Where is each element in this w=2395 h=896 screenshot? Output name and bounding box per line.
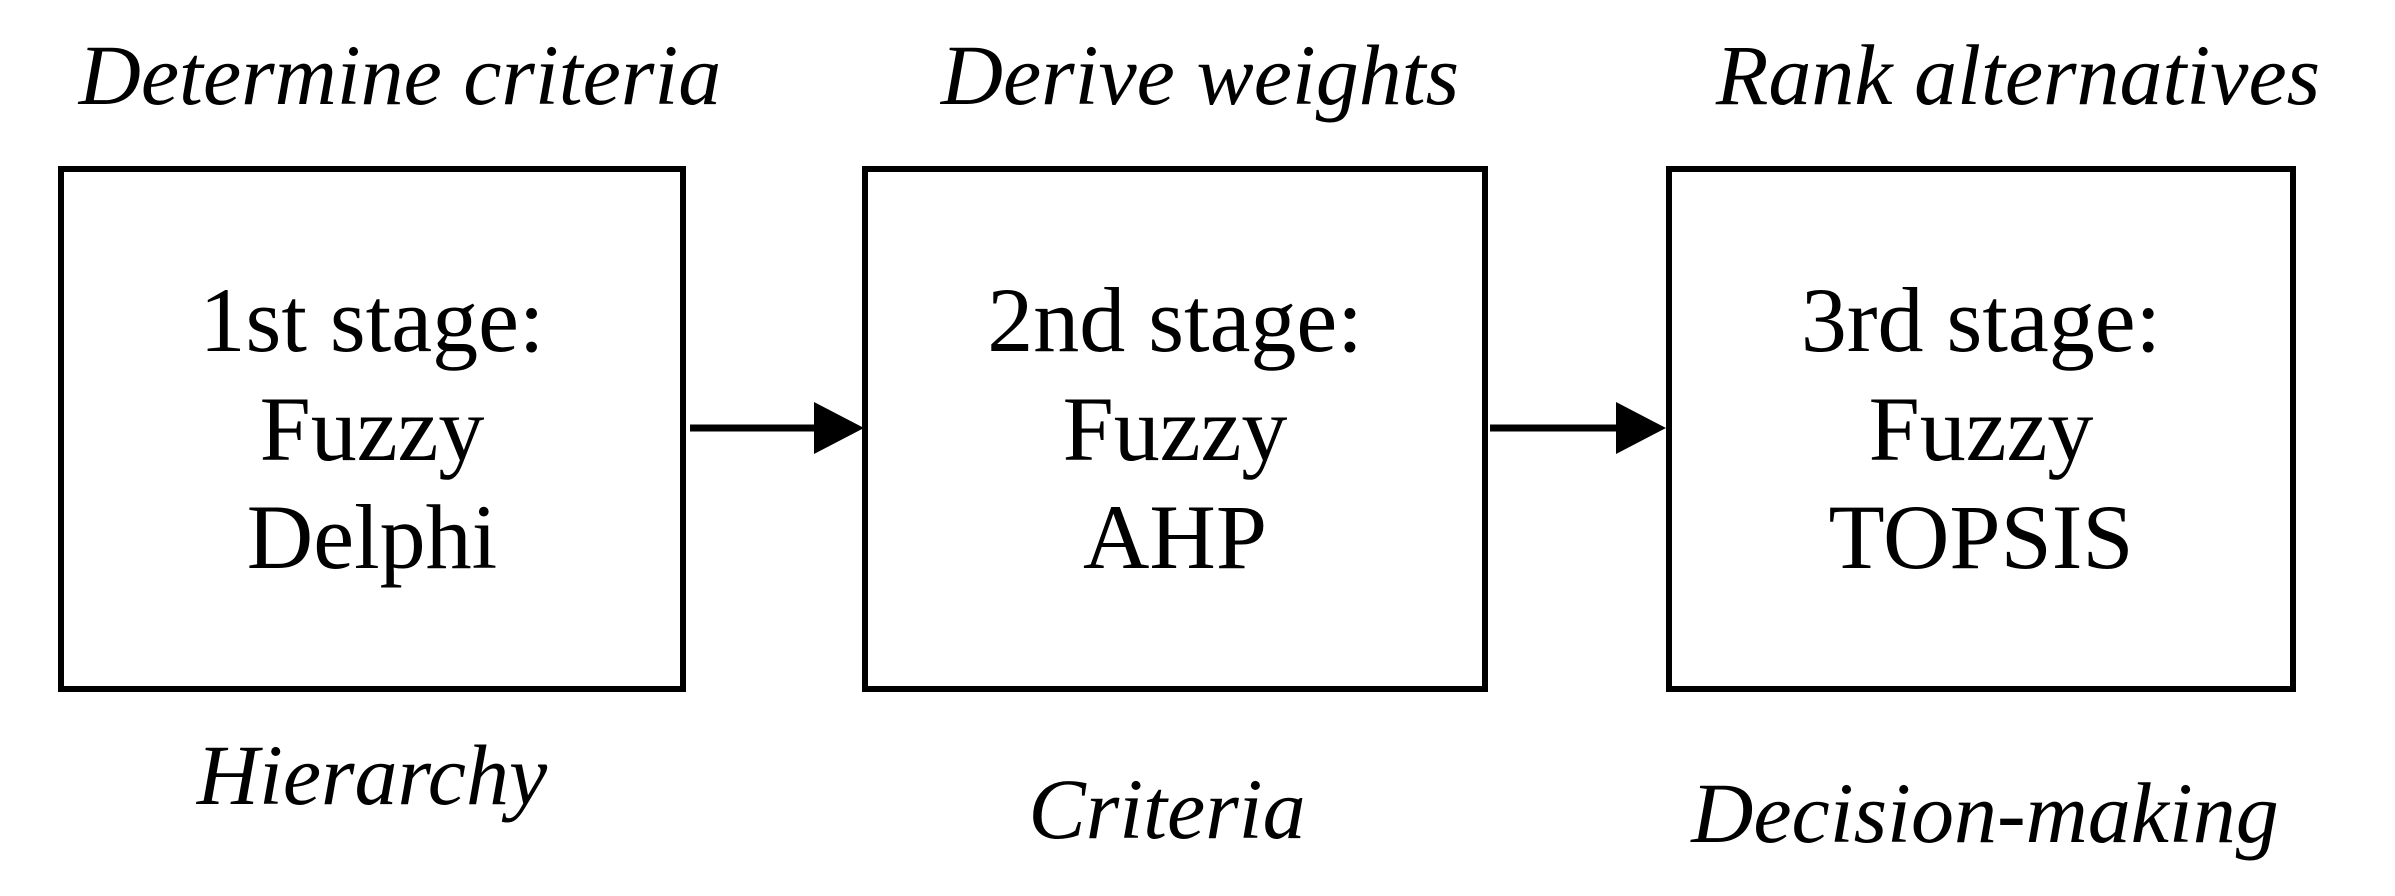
stage-1-line-3: Delphi <box>246 486 498 589</box>
stage-3-bottom-label: Decision-making <box>1691 765 2279 861</box>
stage-3-line-1: 3rd stage: <box>1800 269 2162 372</box>
stage-3-top-label: Rank alternatives <box>1715 27 2321 123</box>
stage-2-line-2: Fuzzy <box>1062 377 1288 480</box>
stage-3-line-3: TOPSIS <box>1828 486 2134 589</box>
arrow-2-head <box>1616 402 1666 454</box>
arrow-1-head <box>814 402 864 454</box>
arrow-stage-2-to-3 <box>1490 402 1666 454</box>
stage-2-bottom-label: Criteria <box>1028 761 1306 857</box>
stage-2-top-label: Derive weights <box>940 27 1460 123</box>
stage-1-bottom-label: Hierarchy <box>196 727 548 823</box>
stage-2-line-1: 2nd stage: <box>987 269 1363 372</box>
stage-1-line-1: 1st stage: <box>199 269 545 372</box>
arrow-stage-1-to-2 <box>690 402 864 454</box>
stage-1-top-label: Determine criteria <box>78 27 722 123</box>
stage-1-line-2: Fuzzy <box>259 377 485 480</box>
stage-3-line-2: Fuzzy <box>1868 377 2094 480</box>
stage-2-line-3: AHP <box>1082 486 1268 589</box>
stage-1-box: 1st stage: Fuzzy Delphi <box>58 166 686 692</box>
stage-3-box: 3rd stage: Fuzzy TOPSIS <box>1666 166 2296 692</box>
stage-2-box: 2nd stage: Fuzzy AHP <box>862 166 1488 692</box>
